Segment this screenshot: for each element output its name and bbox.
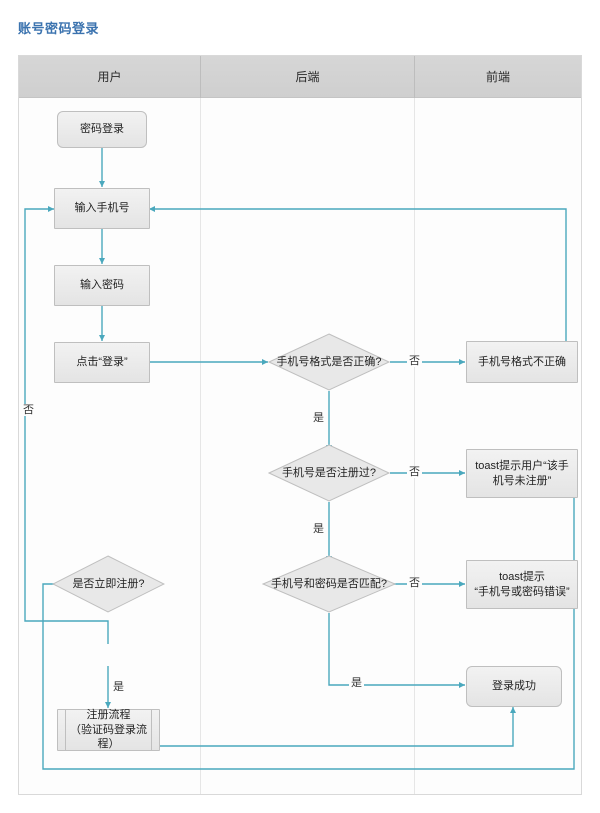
node-label: 密码登录 [80,123,124,136]
swimlane-header: 用户 后端 前端 [19,56,581,98]
node-label: toast提示用户“该手机号未注册” [475,459,569,487]
node-phone-format-invalid[interactable]: 手机号格式不正确 [466,341,578,383]
diamond-shape [262,555,396,613]
node-check-phone-password-match[interactable]: 手机号和密码是否匹配? [262,555,396,613]
edge-label-regist-no: 否 [407,466,422,478]
edge-label-match-yes: 是 [349,677,364,689]
edge-label-register-yes: 是 [111,681,126,693]
node-label: 是否立即注册? [72,577,145,590]
edge-register-flow-to-login-success [107,707,516,750]
node-input-password[interactable]: 输入密码 [54,265,150,306]
lane-title-frontend: 前端 [485,70,510,84]
node-toast-wrong-credentials[interactable]: toast提示“手机号或密码错误” [466,560,578,609]
node-click-login[interactable]: 点击“登录” [54,342,150,383]
node-label: toast提示“手机号或密码错误” [474,570,570,598]
node-check-phone-registered[interactable]: 手机号是否注册过? [268,444,390,502]
node-label: 手机号格式不正确 [478,355,566,368]
node-label: 输入密码 [80,279,124,292]
lane-title-user: 用户 [97,70,122,84]
node-label: 注册流程（验证码登录流程） [70,708,147,751]
diamond-shape [268,333,390,391]
flowchart-canvas: 用户 后端 前端 [18,55,582,795]
node-label: 手机号和密码是否匹配? [270,577,388,590]
diamond-shape [52,555,165,613]
node-label: 点击“登录” [76,356,128,369]
edge-label-regist-yes: 是 [311,523,326,535]
node-register-now[interactable]: 是否立即注册? [52,555,165,613]
edge-label-format-yes: 是 [311,412,326,424]
node-toast-unregistered[interactable]: toast提示用户“该手机号未注册” [466,449,578,498]
node-input-phone[interactable]: 输入手机号 [54,188,150,229]
node-check-phone-format[interactable]: 手机号格式是否正确? [268,333,390,391]
node-label: 登录成功 [492,680,536,693]
lane-divider-2 [414,98,415,794]
edge-label-format-no: 否 [407,355,422,367]
edge-match-yes-to-login-success [328,613,465,688]
lane-divider-1-head [200,56,201,98]
lane-divider-2-head [414,56,415,98]
edge-label-match-no: 否 [407,577,422,589]
node-label: 手机号格式是否正确? [276,355,382,368]
page-title: 账号密码登录 [18,21,100,36]
diamond-shape [268,444,390,502]
lane-divider-1 [200,98,201,794]
lane-title-backend: 后端 [295,70,320,84]
node-label: 手机号是否注册过? [281,466,377,479]
node-login-success[interactable]: 登录成功 [466,666,562,707]
node-label: 输入手机号 [74,202,130,215]
edge-label-register-no: 否 [21,404,36,416]
node-register-flow[interactable]: 注册流程（验证码登录流程） [57,709,160,751]
node-password-login[interactable]: 密码登录 [57,111,147,148]
